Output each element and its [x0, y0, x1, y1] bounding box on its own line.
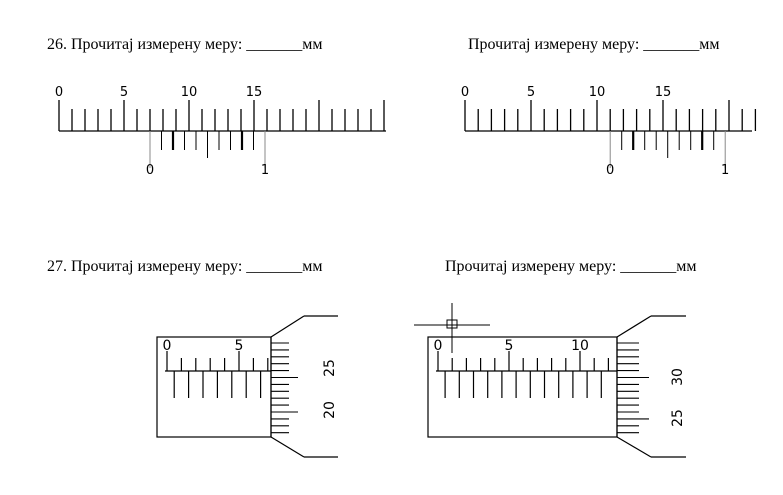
micrometer-1: 0 5 25 20 — [156, 315, 338, 458]
thimble-bevel-bottom — [616, 436, 652, 458]
thimble-label: 20 — [322, 401, 338, 419]
unit-label: мм — [302, 258, 323, 275]
thimble-bevel-top — [616, 315, 652, 338]
sleeve-label: 5 — [235, 338, 244, 354]
vernier-label: 0 — [146, 163, 154, 178]
sleeve-label: 10 — [571, 338, 589, 354]
question-26: 26. Прочитај измерену меру: _______мм — [47, 36, 323, 54]
vernier-label: 1 — [261, 163, 269, 178]
unit-label: мм — [302, 36, 323, 53]
answer-blank[interactable]: _______ — [246, 258, 303, 275]
vernier-label: 1 — [721, 163, 729, 178]
sleeve-label: 0 — [163, 338, 172, 354]
question-prompt: Прочитај измерену меру: — [71, 36, 243, 53]
thimble-bevel-top — [270, 315, 305, 338]
main-scale-label: 0 — [461, 85, 469, 100]
sleeve-label: 0 — [434, 338, 443, 354]
unit-label: мм — [676, 258, 697, 275]
main-scale-label: 0 — [55, 85, 63, 100]
question-number: 27. — [47, 258, 67, 275]
main-scale-label: 15 — [246, 85, 263, 100]
answer-blank[interactable]: _______ — [620, 258, 677, 275]
unit-label: мм — [699, 36, 720, 53]
answer-blank[interactable]: _______ — [643, 36, 700, 53]
main-scale-label: 5 — [527, 85, 535, 100]
question-number: 26. — [47, 36, 67, 53]
question-27b: Прочитај измерену меру: _______мм — [445, 258, 697, 276]
main-scale-label: 10 — [181, 85, 198, 100]
main-scale-label: 10 — [589, 85, 606, 100]
thimble-label: 30 — [670, 368, 686, 386]
question-prompt: Прочитај измерену меру: — [445, 258, 617, 275]
question-prompt: Прочитај измерену меру: — [468, 36, 640, 53]
thimble-bevel-bottom — [270, 436, 305, 458]
crosshair-marker — [446, 319, 458, 329]
thimble-label: 25 — [670, 409, 686, 427]
thimble-label: 25 — [322, 359, 338, 377]
question-26b: Прочитај измерену меру: _______мм — [468, 36, 720, 54]
question-27: 27. Прочитај измерену меру: _______мм — [47, 258, 323, 276]
vernier-caliper-2: 0 5 10 15 0 1 — [461, 85, 757, 178]
vernier-label: 0 — [606, 163, 614, 178]
sleeve-label: 5 — [505, 338, 514, 354]
main-scale-label: 15 — [655, 85, 672, 100]
main-scale-label: 5 — [120, 85, 128, 100]
micrometer-2: 0 5 10 30 25 — [414, 303, 686, 458]
question-prompt: Прочитај измерену меру: — [71, 258, 243, 275]
vernier-caliper-1: 0 5 10 15 0 1 — [55, 85, 386, 178]
answer-blank[interactable]: _______ — [246, 36, 303, 53]
